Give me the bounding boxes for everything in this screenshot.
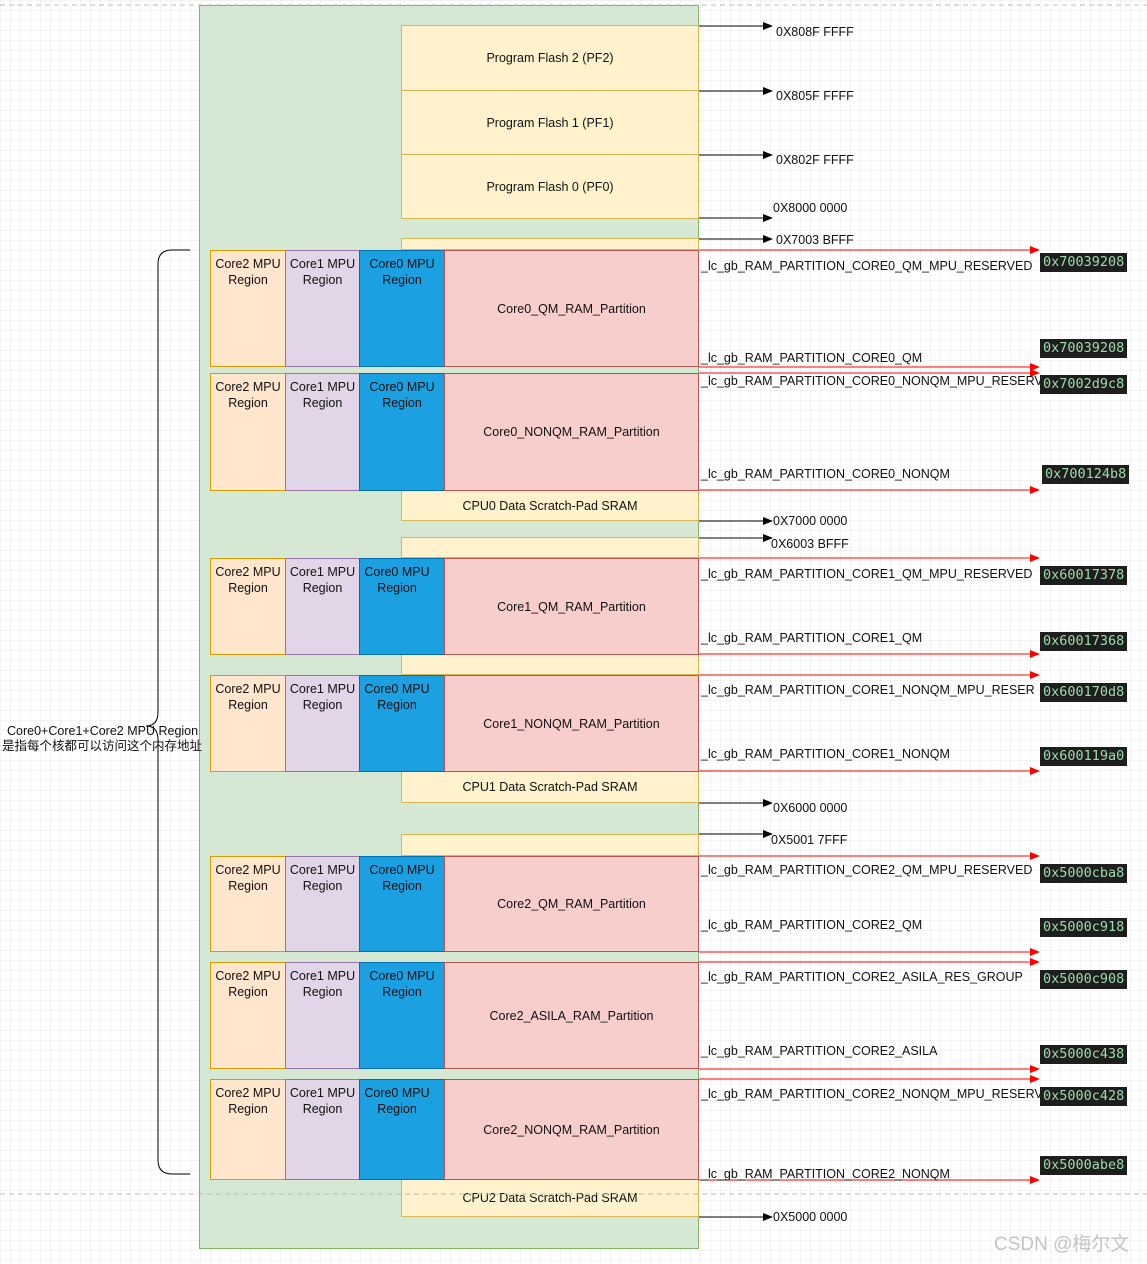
address-label: 0X802F FFFF [776, 153, 854, 167]
core2-mpu-region: Core2 MPU Region [210, 1079, 286, 1180]
core2-mpu-region: Core2 MPU Region [210, 250, 286, 367]
core1-mpu-region: Core1 MPU Region [285, 1079, 360, 1180]
address-label: 0X8000 0000 [773, 201, 848, 215]
core1-mpu-region: Core1 MPU Region [285, 250, 360, 367]
curly-brace [145, 249, 190, 1175]
core0-mpu-region: Core0 MPU Region [359, 675, 445, 772]
program-flash-1-block: Program Flash 1 (PF1) [401, 90, 699, 155]
symbol-name-label: _lc_gb_RAM_PARTITION_CORE2_ASILA [701, 1044, 938, 1058]
core1-mpu-region: Core1 MPU Region [285, 558, 360, 655]
symbol-address-value: 0x5000abe8 [1040, 1156, 1128, 1175]
core2-mpu-region: Core2 MPU Region [210, 962, 286, 1069]
core0-mpu-region: Core0 MPU Region [359, 1079, 445, 1180]
address-label: 0X805F FFFF [776, 89, 854, 103]
symbol-name-label: _lc_gb_RAM_PARTITION_CORE0_NONQM_MPU_RES… [701, 374, 1040, 388]
brace-note-line-1: Core0+Core1+Core2 MPU Region [7, 724, 199, 738]
symbol-name-label: _lc_gb_RAM_PARTITION_CORE2_QM_MPU_RESERV… [701, 863, 1033, 877]
core0-qm-ram-partition: Core0_QM_RAM_Partition [444, 250, 699, 367]
core1-mpu-region: Core1 MPU Region [285, 675, 360, 772]
symbol-address-value: 0x600170d8 [1040, 683, 1128, 702]
symbol-address-value: 0x7002d9c8 [1040, 375, 1128, 394]
symbol-address-value: 0x600119a0 [1040, 747, 1128, 766]
symbol-address-value: 0x5000cba8 [1040, 864, 1128, 883]
symbol-name-label: _lc_gb_RAM_PARTITION_CORE2_ASILA_RES_GRO… [701, 970, 1023, 984]
cpu0-data-scratchpad-sram: CPU0 Data Scratch-Pad SRAM [401, 490, 699, 521]
address-label: 0X6003 BFFF [771, 537, 849, 551]
cpu1-data-scratchpad-sram: CPU1 Data Scratch-Pad SRAM [401, 771, 699, 803]
symbol-name-label: _lc_gb_RAM_PARTITION_CORE0_QM_MPU_RESERV… [701, 259, 1033, 273]
core2-asila-ram-partition: Core2_ASILA_RAM_Partition [444, 962, 699, 1069]
symbol-address-value: 0x60017368 [1040, 632, 1128, 651]
watermark: CSDN @梅尔文 [994, 1234, 1130, 1255]
brace-note-line-2: 是指每个核都可以访问这个内存地址 [2, 739, 203, 753]
symbol-address-value: 0x70039208 [1040, 253, 1128, 272]
core0-mpu-region: Core0 MPU Region [359, 250, 445, 367]
core2-mpu-region: Core2 MPU Region [210, 373, 286, 491]
symbol-address-value: 0x70039208 [1040, 339, 1128, 358]
core1-mpu-region: Core1 MPU Region [285, 962, 360, 1069]
symbol-address-value: 0x5000c908 [1040, 970, 1128, 989]
symbol-address-value: 0x5000c438 [1040, 1045, 1128, 1064]
symbol-address-value: 0x5000c918 [1040, 918, 1128, 937]
core2-mpu-region: Core2 MPU Region [210, 558, 286, 655]
address-label: 0X5001 7FFF [771, 833, 848, 847]
cpu2-sram-top-strip [401, 834, 699, 856]
symbol-address-value: 0x700124b8 [1042, 465, 1130, 484]
core2-mpu-region: Core2 MPU Region [210, 856, 286, 952]
program-flash-0-block: Program Flash 0 (PF0) [401, 154, 699, 219]
address-label: 0X5000 0000 [773, 1210, 848, 1224]
core1-qm-ram-partition: Core1_QM_RAM_Partition [444, 558, 699, 655]
address-label: 0X808F FFFF [776, 25, 854, 39]
core0-mpu-region: Core0 MPU Region [359, 558, 445, 655]
symbol-name-label: _lc_gb_RAM_PARTITION_CORE2_QM [701, 918, 923, 932]
core1-mpu-region: Core1 MPU Region [285, 373, 360, 491]
core2-nonqm-ram-partition: Core2_NONQM_RAM_Partition [444, 1079, 699, 1180]
core1-mpu-region: Core1 MPU Region [285, 856, 360, 952]
symbol-name-label: _lc_gb_RAM_PARTITION_CORE1_QM_MPU_RESERV… [701, 567, 1033, 581]
address-label: 0X6000 0000 [773, 801, 848, 815]
symbol-name-label: _lc_gb_RAM_PARTITION_CORE1_NONQM_MPU_RES… [701, 683, 1035, 697]
symbol-name-label: _lc_gb_RAM_PARTITION_CORE1_NONQM [701, 747, 950, 761]
symbol-address-value: 0x5000c428 [1040, 1087, 1128, 1106]
core2-qm-ram-partition: Core2_QM_RAM_Partition [444, 856, 699, 952]
address-label: 0X7000 0000 [773, 514, 848, 528]
symbol-name-label: _lc_gb_RAM_PARTITION_CORE2_NONQM [701, 1167, 950, 1181]
core1-nonqm-ram-partition: Core1_NONQM_RAM_Partition [444, 675, 699, 772]
symbol-name-label: _lc_gb_RAM_PARTITION_CORE0_QM [701, 351, 923, 365]
symbol-name-label: _lc_gb_RAM_PARTITION_CORE0_NONQM [701, 467, 950, 481]
cpu1-sram-top-strip [401, 537, 699, 558]
cpu0-sram-top-strip [401, 238, 699, 250]
symbol-name-label: _lc_gb_RAM_PARTITION_CORE2_NONQM_MPU_RES… [701, 1087, 1040, 1101]
core0-nonqm-ram-partition: Core0_NONQM_RAM_Partition [444, 373, 699, 491]
symbol-name-label: _lc_gb_RAM_PARTITION_CORE1_QM [701, 631, 923, 645]
address-label: 0X7003 BFFF [776, 233, 854, 247]
symbol-address-value: 0x60017378 [1040, 566, 1128, 585]
core2-mpu-region: Core2 MPU Region [210, 675, 286, 772]
core0-mpu-region: Core0 MPU Region [359, 962, 445, 1069]
core0-mpu-region: Core0 MPU Region [359, 856, 445, 952]
